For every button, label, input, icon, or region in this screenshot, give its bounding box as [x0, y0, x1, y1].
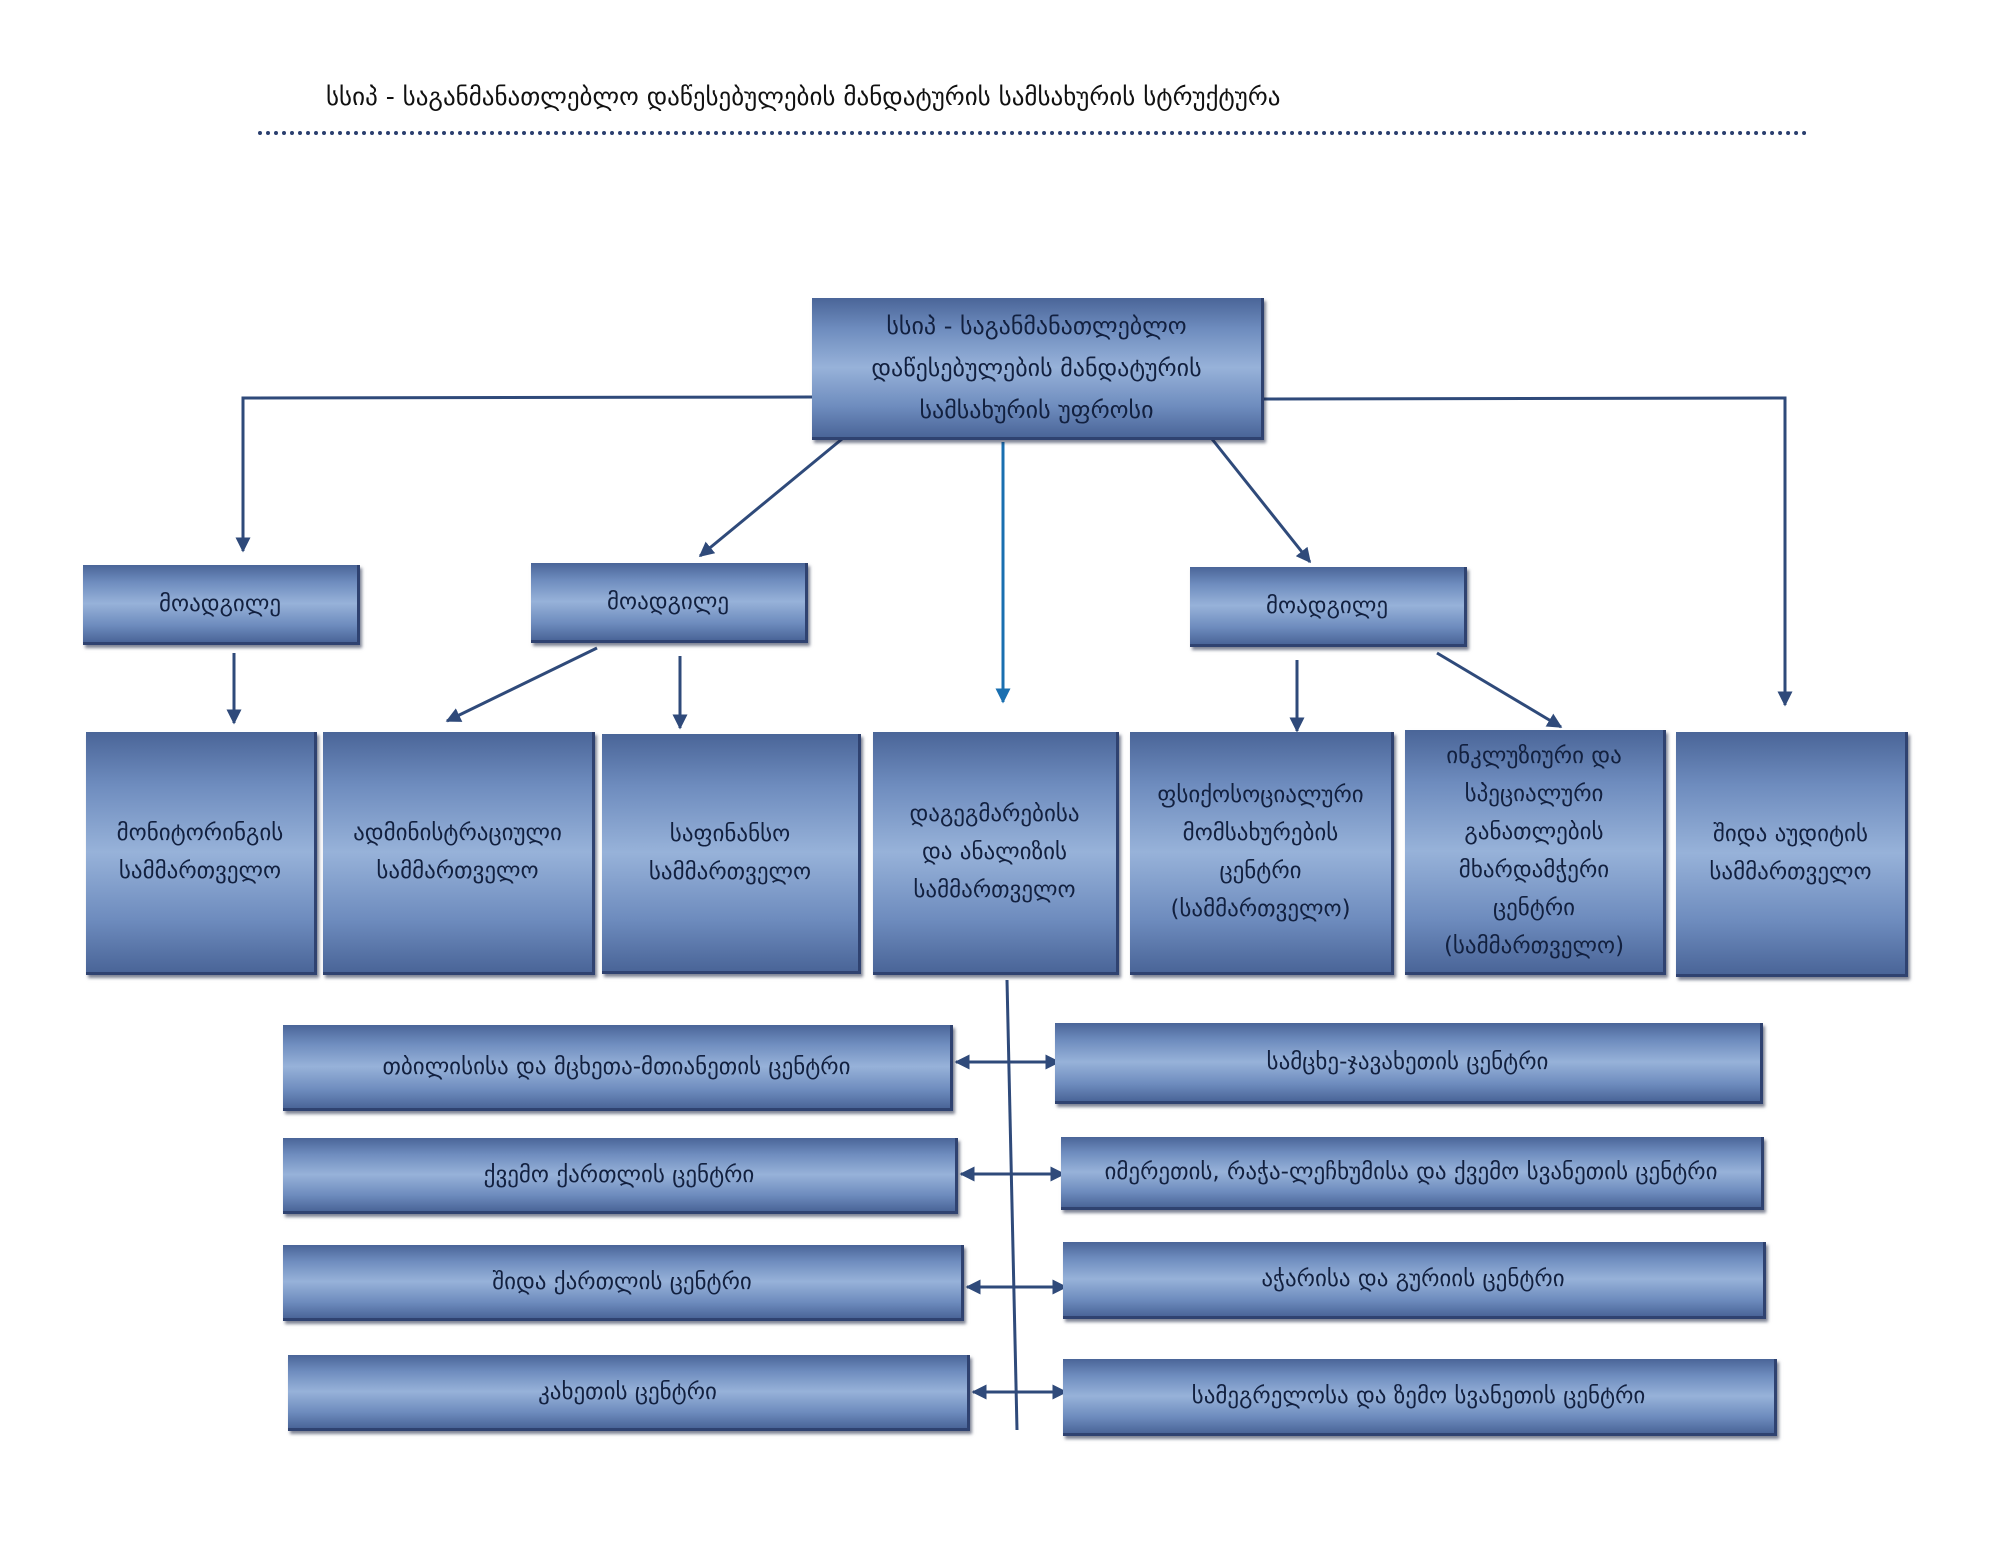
regional-center-box: აჭარისა და გურიის ცენტრი: [1063, 1242, 1766, 1319]
department-label: სამმართველო: [1709, 859, 1872, 885]
regional-center-box: შიდა ქართლის ცენტრი: [283, 1245, 964, 1321]
deputy-box-center: მოადგილე: [531, 563, 808, 643]
department-label: ფსიქოსოციალური: [1157, 782, 1364, 808]
department-label: სამმართველო: [913, 877, 1076, 903]
connector-deputy2-to-admin: [445, 646, 598, 723]
head-line: სამსახურის უფროსი: [919, 395, 1154, 424]
psychosocial-center-box: ფსიქოსოციალური მომსახურების ცენტრი (სამმ…: [1130, 732, 1394, 975]
department-label: მხარდამჭერი: [1458, 857, 1610, 883]
connector-head-to-deputy3: [1210, 438, 1312, 564]
connector-head-to-deputy1: [235, 395, 813, 553]
center-label: აჭარისა და გურიის ცენტრი: [1261, 1266, 1565, 1292]
department-label: სპეციალური: [1464, 781, 1604, 807]
department-label: ცენტრი: [1492, 895, 1576, 921]
department-label: და ანალიზის: [922, 839, 1067, 865]
department-label: ცენტრი: [1219, 858, 1302, 884]
regional-center-box: სამცხე-ჯავახეთის ცენტრი: [1055, 1023, 1763, 1104]
head-line: დაწესებულების მანდატურის: [871, 353, 1202, 382]
internal-audit-department-box: შიდა აუდიტის სამმართველო: [1676, 732, 1908, 977]
department-label: ადმინისტრაციული: [353, 820, 562, 846]
department-label: საფინანსო: [669, 820, 791, 847]
department-label: (სამმართველო): [1170, 896, 1351, 922]
head-line: სსიპ - საგანმანათლებლო: [886, 311, 1187, 340]
connector-head-to-deputy2: [698, 437, 843, 558]
department-label: ინკლუზიური და: [1446, 743, 1622, 769]
department-label: (სამმართველო): [1443, 933, 1625, 959]
deputy-label: მოადგილე: [158, 590, 282, 617]
regional-center-box: კახეთის ცენტრი: [288, 1355, 970, 1431]
department-label: სამმართველო: [118, 858, 282, 884]
deputy-box-left: მოადგილე: [83, 565, 360, 645]
department-label: მონიტორინგის: [116, 820, 284, 846]
department-label: სამმართველო: [648, 858, 812, 885]
deputy-label: მოადგილე: [606, 588, 730, 615]
deputy-label: მოადგილე: [1265, 592, 1389, 619]
center-label: სამცხე-ჯავახეთის ცენტრი: [1266, 1049, 1549, 1075]
regional-center-box: სამეგრელოსა და ზემო სვანეთის ცენტრი: [1063, 1359, 1777, 1436]
center-label: კახეთის ცენტრი: [538, 1378, 717, 1405]
department-label: მომსახურების: [1182, 820, 1339, 846]
regional-center-box: თბილისისა და მცხეთა-მთიანეთის ცენტრი: [283, 1025, 953, 1111]
center-label: თბილისისა და მცხეთა-მთიანეთის ცენტრი: [382, 1053, 851, 1080]
inclusive-education-center-box: ინკლუზიური და სპეციალური განათლების მხარ…: [1405, 730, 1666, 975]
center-label: სამეგრელოსა და ზემო სვანეთის ცენტრი: [1191, 1383, 1646, 1409]
page-title: სსიპ - საგანმანათლებლო დაწესებულების მან…: [326, 82, 1281, 111]
center-label: იმერეთის, რაჭა-ლეჩხუმისა და ქვემო სვანეთ…: [1104, 1159, 1718, 1185]
deputy-box-right: მოადგილე: [1190, 567, 1467, 647]
department-label: შიდა აუდიტის: [1712, 821, 1868, 847]
planning-analysis-department-box: დაგეგმარებისა და ანალიზის სამმართველო: [873, 732, 1119, 975]
connector-deputy3-to-inclusive: [1436, 651, 1563, 729]
connector-head-to-audit: [1263, 396, 1793, 707]
title-divider: [258, 131, 1808, 135]
regional-center-box: ქვემო ქართლის ცენტრი: [283, 1138, 958, 1214]
department-label: დაგეგმარებისა: [909, 801, 1080, 827]
center-label: შიდა ქართლის ცენტრი: [492, 1268, 752, 1295]
finance-department-box: საფინანსო სამმართველო: [602, 734, 861, 974]
administrative-department-box: ადმინისტრაციული სამმართველო: [323, 732, 595, 975]
department-label: განათლების: [1464, 819, 1604, 845]
department-label: სამმართველო: [376, 858, 539, 884]
head-of-service-box: სსიპ - საგანმანათლებლო დაწესებულების მან…: [812, 298, 1264, 440]
regional-center-box: იმერეთის, რაჭა-ლეჩხუმისა და ქვემო სვანეთ…: [1061, 1137, 1764, 1210]
center-label: ქვემო ქართლის ცენტრი: [483, 1161, 755, 1188]
connector-centers-spine: [1005, 979, 1019, 1431]
monitoring-department-box: მონიტორინგის სამმართველო: [86, 732, 317, 975]
